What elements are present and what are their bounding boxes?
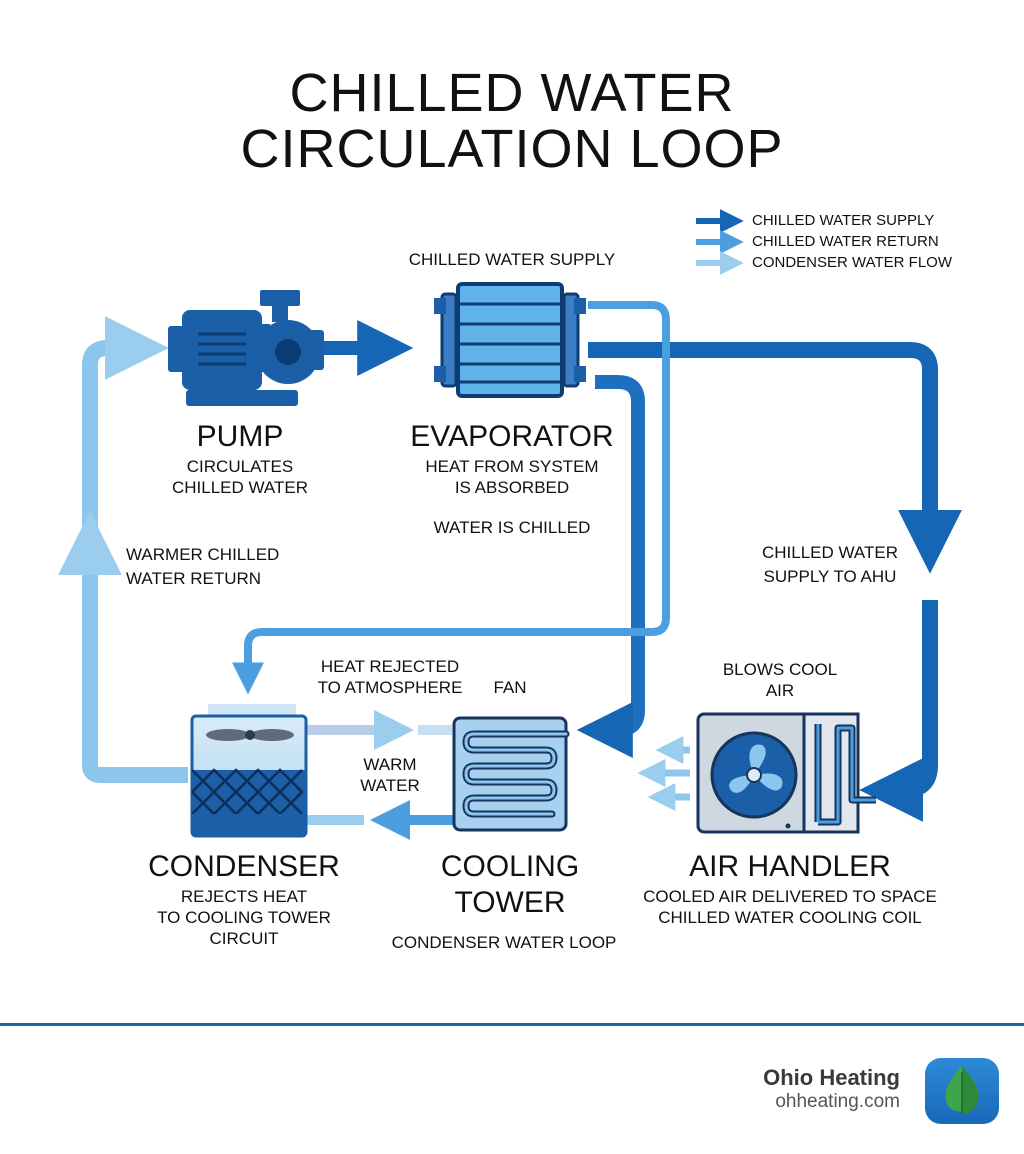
air-handler-icon: [696, 712, 876, 834]
warm-water-label-2: WATER: [360, 776, 420, 795]
cooling-coil-icon: [452, 716, 570, 832]
return-label-2: WATER RETURN: [126, 569, 262, 588]
condenser-desc-2: TO COOLING TOWER: [157, 908, 331, 927]
evaporator-to-tower-flow: [576, 375, 645, 758]
cooling-tower-label-1: COOLING: [440, 850, 580, 883]
pump-desc-2: CHILLED WATER: [171, 478, 309, 497]
warm-water-label-1: WARM: [363, 755, 417, 774]
legend-item-supply: CHILLED WATER SUPPLY: [752, 212, 935, 229]
supply-to-ahu-flow: [588, 342, 962, 574]
footer-divider: [0, 1023, 1024, 1026]
blows-cool-air-label-2: AIR: [765, 681, 795, 700]
evaporator-to-condenser-flow: [232, 301, 670, 695]
air-handler-label: AIR HANDLER: [689, 850, 891, 883]
evaporator-note: WATER IS CHILLED: [433, 518, 591, 537]
page-title-line-1: CHILLED WATER: [289, 63, 735, 123]
supply-to-ahu-lower: [859, 600, 938, 822]
pump-desc-1: CIRCULATES: [186, 457, 294, 476]
brand-url[interactable]: ohheating.com: [775, 1091, 900, 1112]
condenser-icon: [190, 704, 308, 838]
condenser-desc-1: REJECTS HEAT: [180, 887, 308, 906]
cool-air-arrows: [637, 736, 690, 811]
supply-ahu-label-1: CHILLED WATER: [761, 543, 899, 562]
heat-rejected-label-2: TO ATMOSPHERE: [317, 678, 463, 697]
legend-item-return: CHILLED WATER RETURN: [752, 233, 939, 250]
heat-rejected-label-1: HEAT REJECTED: [320, 657, 460, 676]
evaporator-icon: [434, 282, 586, 398]
evaporator-label: EVAPORATOR: [410, 420, 614, 453]
pump-icon: [168, 290, 324, 406]
fan-label: FAN: [493, 678, 527, 697]
cooling-tower-desc: CONDENSER WATER LOOP: [391, 933, 617, 952]
air-handler-desc-2: CHILLED WATER COOLING COIL: [658, 908, 922, 927]
brand-name: Ohio Heating: [763, 1065, 900, 1090]
evaporator-desc-1: HEAT FROM SYSTEM: [425, 457, 599, 476]
evaporator-desc-2: IS ABSORBED: [454, 478, 570, 497]
air-handler-desc-1: COOLED AIR DELIVERED TO SPACE: [643, 887, 937, 906]
page-title-line-2: CIRCULATION LOOP: [240, 119, 784, 179]
legend-swatches: [696, 209, 744, 275]
legend-item-condenser: CONDENSER WATER FLOW: [752, 254, 953, 271]
pump-label: PUMP: [196, 420, 284, 453]
condenser-label: CONDENSER: [148, 850, 340, 883]
return-label-1: WARMER CHILLED: [126, 545, 280, 564]
condenser-desc-3: CIRCUIT: [209, 929, 279, 948]
leaf-logo-icon: [925, 1058, 999, 1124]
blows-cool-air-label-1: BLOWS COOL: [722, 660, 838, 679]
top-supply-label: CHILLED WATER SUPPLY: [408, 250, 616, 269]
leaf-shape: [945, 1066, 979, 1114]
condenser-fan-icon: [206, 729, 294, 741]
cooling-tower-label-2: TOWER: [454, 886, 566, 919]
supply-ahu-label-2: SUPPLY TO AHU: [763, 567, 897, 586]
